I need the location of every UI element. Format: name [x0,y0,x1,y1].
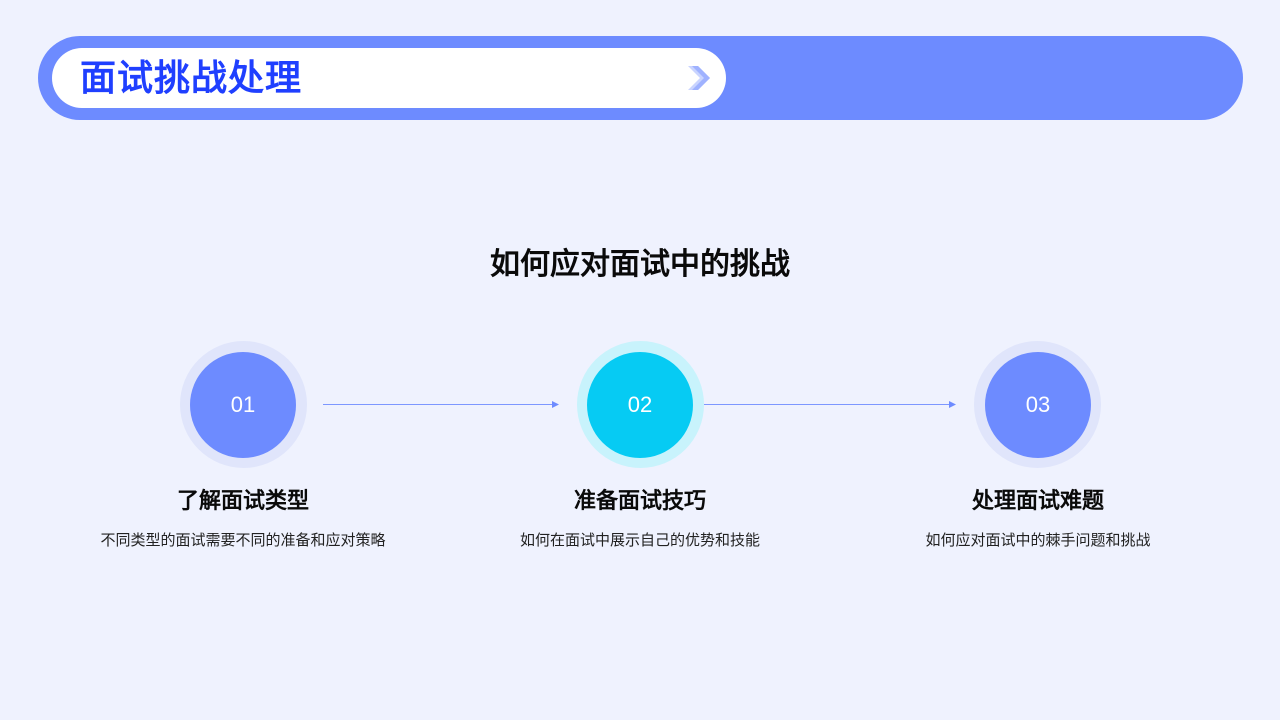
step-1-description: 不同类型的面试需要不同的准备和应对策略 [100,531,386,549]
section-heading: 如何应对面试中的挑战 [490,247,790,282]
step-2-description: 如何在面试中展示自己的优势和技能 [519,531,760,549]
step-3-title: 处理面试难题 [971,489,1104,514]
step-1-title: 了解面试类型 [176,489,309,514]
connector-arrow-2 [704,401,956,408]
step-1-number: 01 [190,352,296,458]
step-2-number: 02 [587,352,693,458]
header-title-pill [52,48,726,108]
step-3-description: 如何应对面试中的棘手问题和挑战 [925,531,1151,549]
connector-arrow-1 [323,401,559,408]
chevron-right-icon [688,66,710,90]
step-2-title: 准备面试技巧 [573,489,706,514]
step-3-number: 03 [985,352,1091,458]
page-title: 面试挑战处理 [80,58,303,99]
